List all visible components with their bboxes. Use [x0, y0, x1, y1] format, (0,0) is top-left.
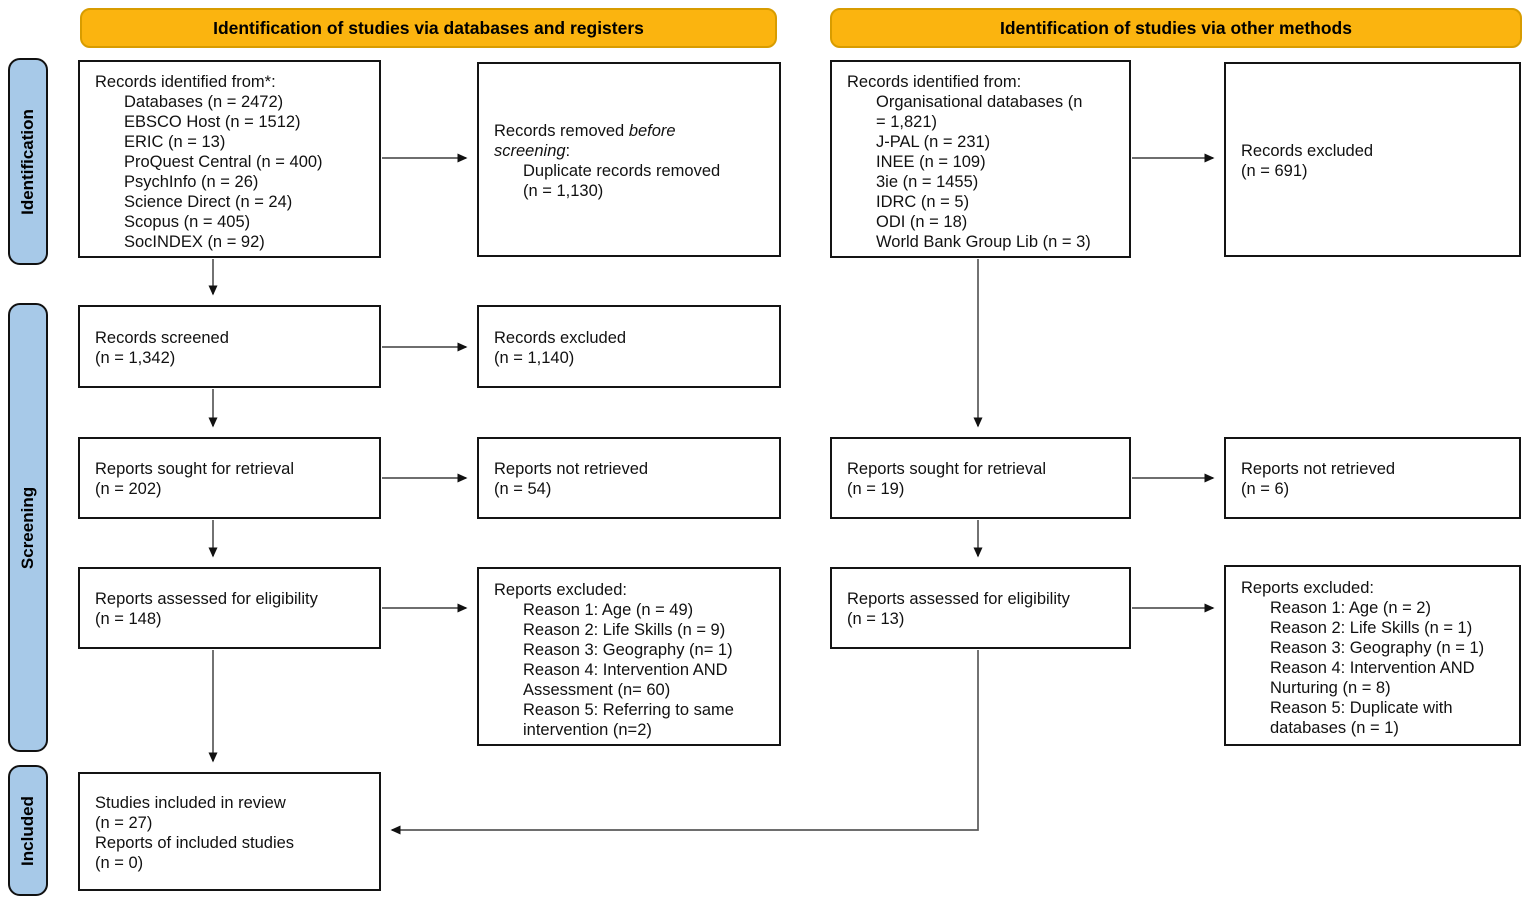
reason-line: Reason 3: Geography (n = 1) — [1270, 639, 1485, 657]
box-line: Reports sought for retrieval — [95, 460, 295, 478]
stage-label-screening: Screening — [8, 303, 48, 752]
title-text: Records removed — [494, 121, 629, 140]
reason-line: Assessment (n= 60) — [523, 681, 671, 699]
box-line: Reports not retrieved — [1241, 460, 1396, 478]
removed-item: (n = 1,130) — [523, 181, 604, 200]
stage-label-identification-text: Identification — [18, 108, 37, 215]
box-title-line2: screening: — [494, 141, 771, 161]
box-count: (n = 27) — [95, 813, 153, 832]
stage-label-screening-text: Screening — [18, 486, 38, 569]
source-item: World Bank Group Lib (n = 3) — [876, 233, 1091, 251]
box-reports-excluded-reasons-other: Reports excluded: Reason 1: Age (n = 2) … — [1224, 565, 1521, 746]
box-reports-excluded-reasons: Reports excluded: Reason 1: Age (n = 49)… — [477, 567, 781, 746]
box-count: (n = 19) — [847, 480, 905, 498]
box-count: (n = 13) — [847, 610, 905, 628]
reason-line: Nurturing (n = 8) — [1270, 679, 1391, 697]
box-line: Records screened — [95, 328, 229, 347]
title-text: : — [565, 141, 571, 160]
source-item: IDRC (n = 5) — [876, 193, 970, 211]
box-reports-not-retrieved: Reports not retrieved (n = 54) — [477, 437, 781, 519]
box-reports-assessed-other: Reports assessed for eligibility (n = 13… — [830, 567, 1131, 649]
box-count: (n = 691) — [1241, 161, 1308, 180]
box-count: (n = 148) — [95, 610, 162, 628]
title-italic: screening — [494, 141, 566, 160]
box-count: (n = 202) — [95, 480, 162, 498]
box-records-screened: Records screened (n = 1,342) — [78, 305, 381, 388]
db-item: Databases (n = 2472) — [124, 93, 284, 111]
box-count: (n = 6) — [1241, 480, 1290, 498]
db-item: SocINDEX (n = 92) — [124, 233, 265, 251]
box-count: (n = 1,342) — [95, 348, 176, 367]
reason-line: Reason 4: Intervention AND — [523, 661, 728, 679]
box-records-excluded-other: Records excluded (n = 691) — [1224, 62, 1521, 257]
banner-other-methods: Identification of studies via other meth… — [830, 8, 1522, 48]
box-reports-sought: Reports sought for retrieval (n = 202) — [78, 437, 381, 519]
reason-line: Reason 4: Intervention AND — [1270, 659, 1475, 677]
box-title: Records identified from*: — [95, 73, 276, 91]
box-title: Reports excluded: — [494, 581, 627, 599]
db-item: ERIC (n = 13) — [124, 133, 226, 151]
box-reports-not-retrieved-other: Reports not retrieved (n = 6) — [1224, 437, 1521, 519]
box-line: Records excluded — [1241, 141, 1374, 160]
source-item: = 1,821) — [876, 113, 938, 131]
stage-label-included-text: Included — [18, 795, 37, 866]
box-line: Studies included in review — [95, 793, 286, 812]
source-item: Organisational databases (n — [876, 93, 1083, 111]
box-studies-included: Studies included in review (n = 27) Repo… — [78, 772, 381, 891]
reason-line: Reason 1: Age (n = 49) — [523, 601, 694, 619]
box-title: Reports excluded: — [1241, 579, 1374, 597]
box-records-removed-before-screening: Records removed before screening: Duplic… — [477, 62, 781, 257]
stage-label-included: Included — [8, 765, 48, 896]
box-title: Records removed before — [494, 121, 771, 141]
reason-line: Reason 1: Age (n = 2) — [1270, 599, 1431, 617]
box-records-excluded: Records excluded (n = 1,140) — [477, 305, 781, 388]
source-item: INEE (n = 109) — [876, 153, 986, 171]
box-reports-assessed: Reports assessed for eligibility (n = 14… — [78, 567, 381, 649]
box-reports-sought-other: Reports sought for retrieval (n = 19) — [830, 437, 1131, 519]
reason-line: databases (n = 1) — [1270, 719, 1399, 737]
box-count: (n = 54) — [494, 480, 552, 498]
box-line: Reports assessed for eligibility — [95, 590, 318, 608]
db-item: Science Direct (n = 24) — [124, 193, 293, 211]
reason-line: Reason 2: Life Skills (n = 9) — [523, 621, 726, 639]
source-item: J-PAL (n = 231) — [876, 133, 991, 151]
title-italic: before — [628, 121, 676, 140]
source-item: ODI (n = 18) — [876, 213, 968, 231]
box-records-identified-other: Records identified from: Organisational … — [830, 60, 1131, 258]
reason-line: Reason 3: Geography (n= 1) — [523, 641, 733, 659]
source-item: 3ie (n = 1455) — [876, 173, 979, 191]
box-line: Reports of included studies — [95, 833, 295, 852]
reason-line: intervention (n=2) — [523, 721, 652, 739]
box-count: (n = 0) — [95, 853, 144, 872]
reason-line: Reason 2: Life Skills (n = 1) — [1270, 619, 1473, 637]
reason-line: Reason 5: Duplicate with — [1270, 699, 1453, 717]
box-title: Records identified from: — [847, 73, 1022, 91]
box-line: Reports not retrieved — [494, 460, 649, 478]
db-item: ProQuest Central (n = 400) — [124, 153, 323, 171]
box-count: (n = 1,140) — [494, 348, 575, 367]
db-item: Scopus (n = 405) — [124, 213, 251, 231]
db-item: PsychInfo (n = 26) — [124, 173, 259, 191]
removed-item: Duplicate records removed — [523, 161, 721, 180]
banner-databases-registers: Identification of studies via databases … — [80, 8, 777, 48]
box-line: Reports assessed for eligibility — [847, 590, 1070, 608]
reason-line: Reason 5: Referring to same — [523, 701, 734, 719]
stage-label-identification: Identification — [8, 58, 48, 265]
box-records-identified-databases: Records identified from*: Databases (n =… — [78, 60, 381, 258]
box-line: Records excluded — [494, 328, 627, 347]
box-line: Reports sought for retrieval — [847, 460, 1047, 478]
db-item: EBSCO Host (n = 1512) — [124, 113, 301, 131]
